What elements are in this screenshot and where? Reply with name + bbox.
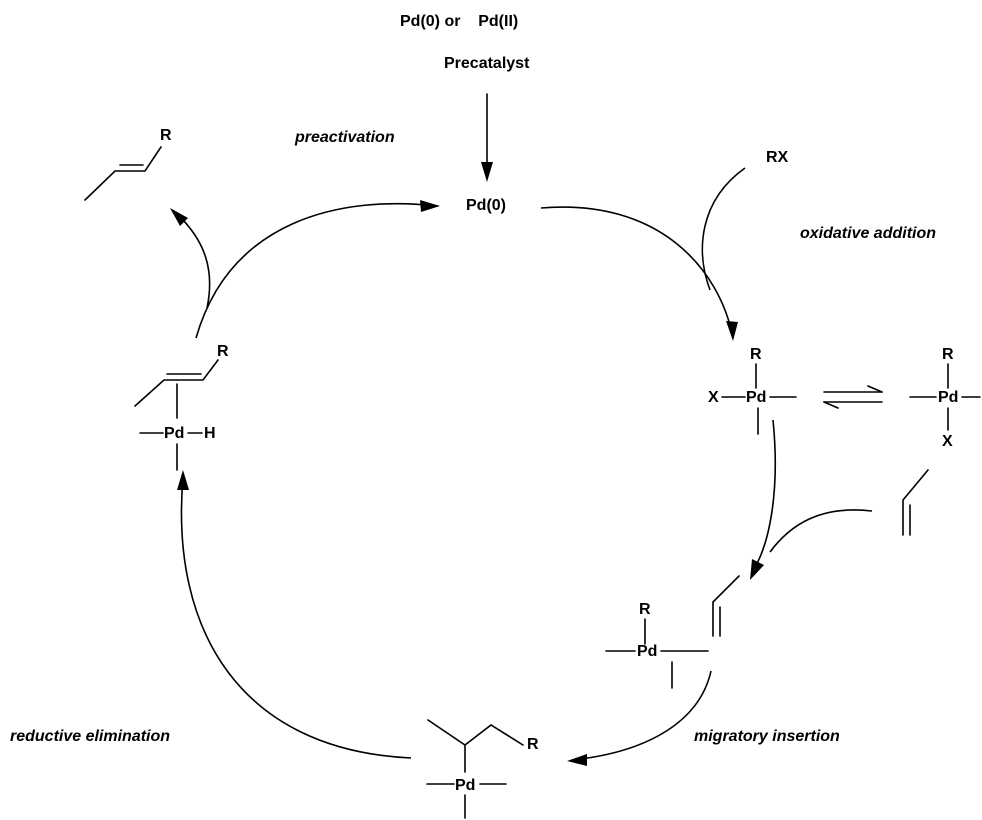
reagent-rx-label: RX	[766, 149, 789, 166]
step-label-oxidative-addition: oxidative addition	[800, 225, 936, 242]
step-label-preactivation: preactivation	[294, 129, 395, 146]
arrowhead-to-product	[170, 208, 188, 226]
arrowhead-to-hydride-complex	[177, 470, 189, 490]
pd-alkyl-complex: R Pd	[426, 719, 539, 819]
atom-pd: Pd	[637, 643, 657, 660]
arc-product-release	[175, 212, 211, 309]
pd-rx-complex-trans: R Pd X	[909, 346, 981, 450]
atom-r: R	[527, 736, 539, 753]
step-label-migratory-insertion: migratory insertion	[694, 728, 840, 745]
precatalyst-label-line2: Precatalyst	[444, 55, 530, 72]
arc-rx-addition	[701, 167, 746, 291]
arrowhead-precatalyst-activation	[481, 162, 493, 182]
alkene-reagent	[902, 469, 929, 536]
equilibrium-arrows	[823, 385, 883, 409]
pd-alkene-pi-complex: R Pd	[605, 575, 740, 689]
step-label-reductive-elimination: reductive elimination	[10, 728, 170, 745]
pd-hydride-alkene-complex: R Pd H	[134, 343, 229, 471]
arc-preactivation	[195, 202, 439, 339]
arrowhead-to-alkene-complex	[750, 559, 764, 580]
atom-pd: Pd	[938, 389, 958, 406]
arrowhead-to-pd0	[420, 200, 440, 212]
atom-x: X	[942, 433, 953, 450]
pd-rx-complex-cis: R X Pd	[708, 346, 797, 435]
arc-ethylene-addition	[769, 509, 873, 553]
atom-pd: Pd	[455, 777, 475, 794]
precatalyst-label-line1: Pd(0) or Pd(II)	[400, 13, 518, 30]
atom-r: R	[639, 601, 651, 618]
arc-to-alkene-complex	[751, 419, 777, 573]
alkene-product: R	[84, 127, 172, 201]
atom-r: R	[160, 127, 172, 144]
arrowhead-to-alkyl-complex	[567, 754, 587, 766]
atom-r: R	[217, 343, 229, 360]
atom-r: R	[750, 346, 762, 363]
arc-migratory-insertion	[571, 670, 712, 761]
arc-reductive-elimination	[180, 477, 412, 759]
atom-pd: Pd	[746, 389, 766, 406]
atom-pd: Pd	[164, 425, 184, 442]
arrowhead-to-oxidative-complex	[726, 321, 738, 341]
catalyst-pd0-label: Pd(0)	[466, 197, 506, 214]
atom-r: R	[942, 346, 954, 363]
atom-x: X	[708, 389, 719, 406]
atom-h: H	[204, 425, 216, 442]
arc-oxidative-addition	[540, 206, 734, 339]
